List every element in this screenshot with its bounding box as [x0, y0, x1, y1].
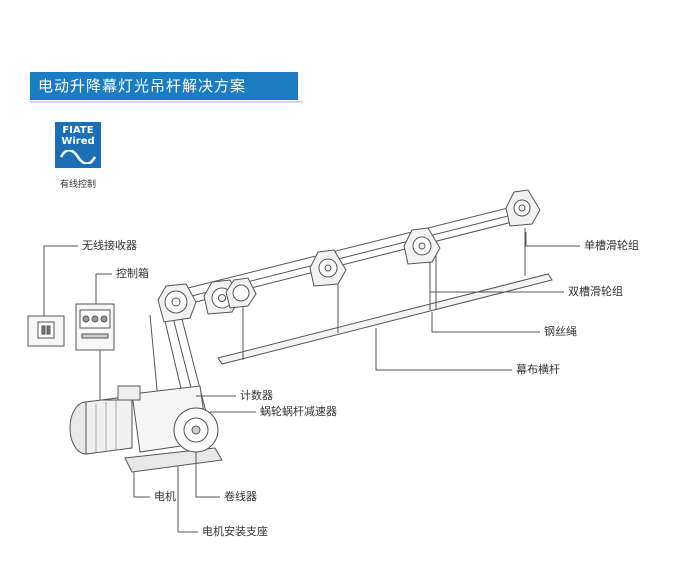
page-title: 电动升降幕灯光吊杆解决方案: [30, 72, 303, 103]
fiate-wired-badge: FIATE Wired: [55, 122, 101, 168]
label-motor-mount: 电机安装支座: [202, 525, 268, 538]
control-box-device: [75, 303, 115, 351]
motor-mount-base: [124, 447, 223, 473]
top-rail-upper: [171, 204, 521, 293]
pulley-mid-1: [309, 249, 347, 287]
motor-assembly: [69, 385, 223, 473]
label-wireless-receiver: 无线接收器: [82, 239, 137, 252]
label-single-pulley: 单槽滑轮组: [584, 239, 639, 252]
counter-device: [117, 385, 141, 401]
label-worm-reducer: 蜗轮蜗杆减速器: [260, 405, 337, 418]
label-control-box: 控制箱: [116, 267, 149, 280]
label-curtain-bar: 幕布横杆: [516, 363, 560, 376]
label-counter: 计数器: [240, 389, 273, 402]
label-double-pulley: 双槽滑轮组: [568, 285, 623, 298]
badge-brand: FIATE: [62, 125, 94, 136]
pulley-mid-2: [403, 227, 441, 265]
badge-mode: Wired: [61, 136, 95, 147]
label-motor: 电机: [154, 490, 176, 503]
rope-down-4: [149, 314, 159, 401]
leader-lines: [43, 232, 580, 533]
pulley-right: [505, 189, 541, 227]
label-wire-rope: 钢丝绳: [544, 325, 577, 338]
badge-caption: 有线控制: [59, 180, 96, 190]
curtain-bar-shape: [217, 273, 553, 365]
wave-icon: [60, 150, 96, 164]
pulley-left-group: [157, 277, 257, 323]
wireless-receiver-device: [27, 315, 65, 347]
label-reel: 卷线器: [224, 490, 257, 503]
